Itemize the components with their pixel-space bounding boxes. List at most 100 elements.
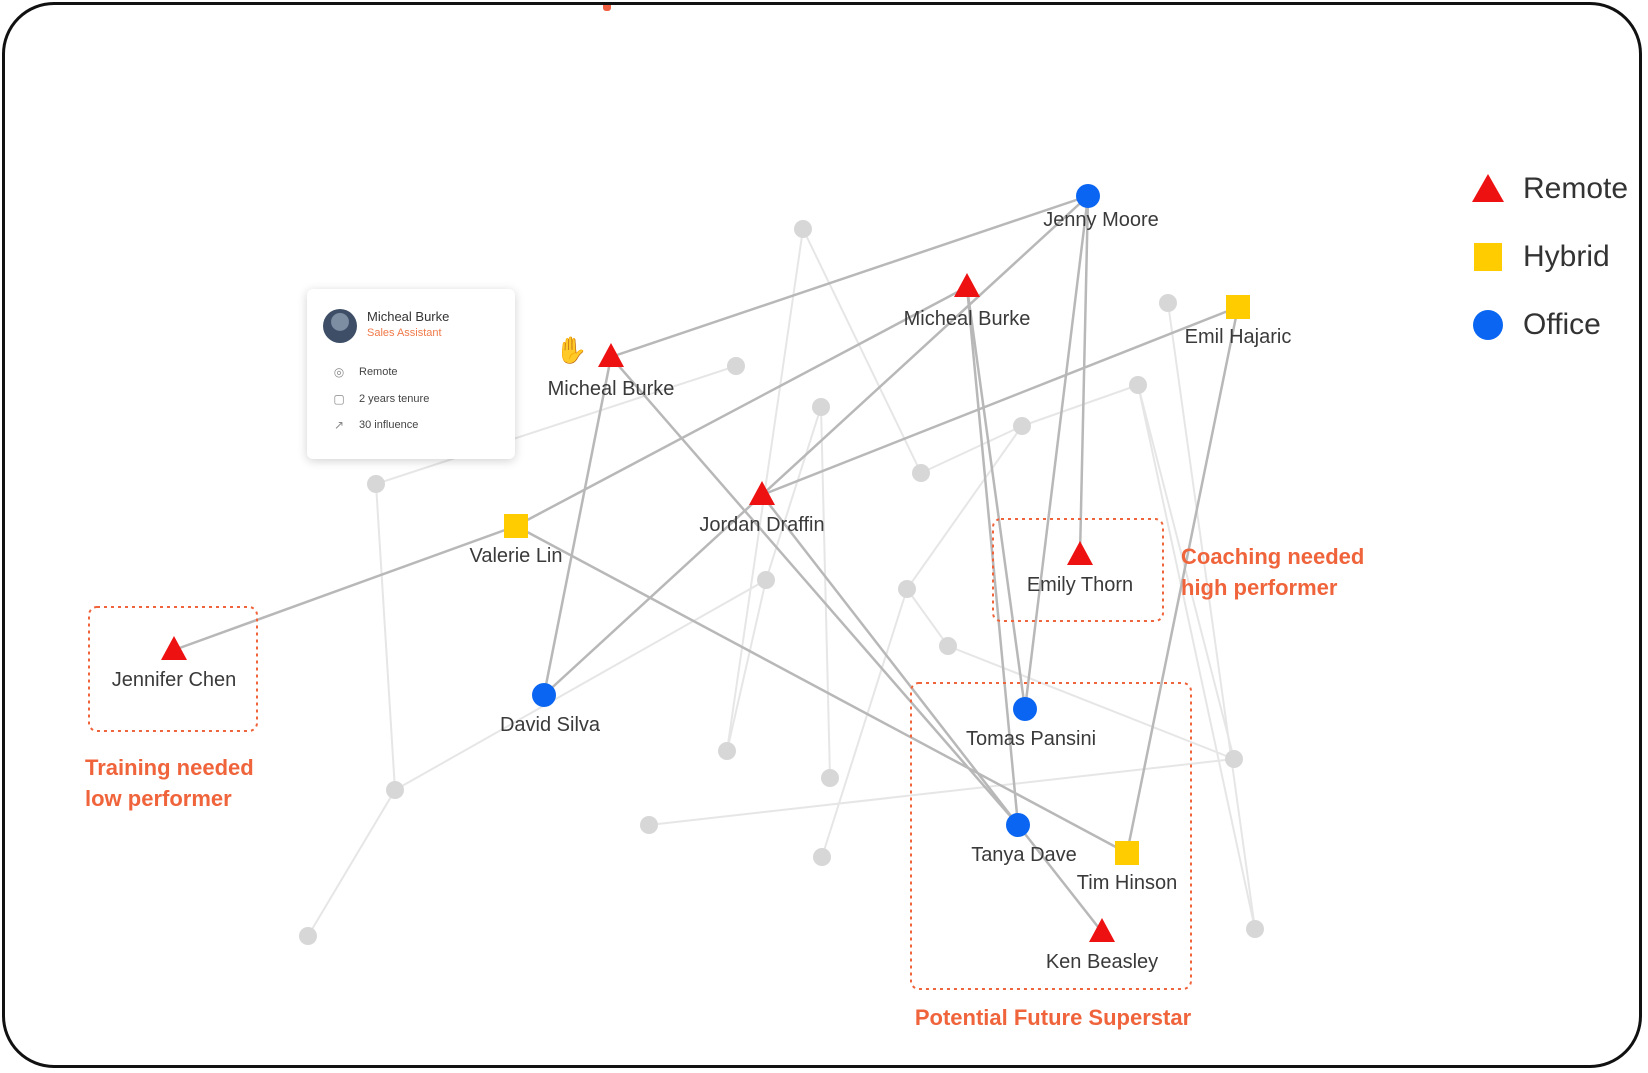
annotation-training: Training needed (85, 755, 254, 780)
background-edge (726, 579, 767, 752)
background-edge (648, 758, 1235, 826)
office-circle-icon (1006, 813, 1030, 837)
tooltip-name: Micheal Burke (367, 309, 450, 324)
remote-triangle-icon (1067, 541, 1093, 565)
legend-item-hybrid: Hybrid (1471, 223, 1628, 291)
legend-label: Office (1523, 308, 1601, 341)
connection-edge (1125, 306, 1240, 854)
remote-triangle-icon (749, 481, 775, 505)
connection-edge (542, 356, 613, 696)
background-node (812, 398, 830, 416)
background-edge (1167, 302, 1256, 930)
tooltip-influence-row: ↗ 30 influence (331, 418, 418, 432)
background-edge (820, 406, 831, 779)
office-circle-icon (1471, 308, 1505, 342)
person-node-jennifer[interactable]: Jennifer Chen (112, 636, 237, 691)
remote-triangle-icon (598, 343, 624, 367)
person-node-ken[interactable]: Ken Beasley (1046, 918, 1158, 973)
connection-edge (515, 524, 1128, 855)
background-node (727, 357, 745, 375)
person-label: Ken Beasley (1046, 951, 1158, 973)
location-pin-icon: ◎ (333, 365, 345, 379)
tooltip-influence: 30 influence (359, 419, 419, 431)
superstar-group-box (910, 682, 1192, 990)
background-node (718, 742, 736, 760)
person-label: Jordan Draffin (699, 514, 824, 536)
hybrid-square-icon (1115, 841, 1139, 865)
background-node (821, 769, 839, 787)
background-edge (1137, 384, 1256, 930)
trend-icon: ↗ (333, 418, 345, 432)
person-node-micheal_a[interactable]: Micheal Burke (904, 273, 1031, 330)
office-circle-icon (1076, 184, 1100, 208)
person-node-jenny[interactable]: Jenny Moore (1043, 184, 1159, 231)
legend: Remote Hybrid Office (1471, 155, 1628, 359)
connection-edge (515, 285, 968, 528)
person-node-emil[interactable]: Emil Hajaric (1185, 295, 1292, 348)
background-node (299, 927, 317, 945)
tooltip-tenure: 2 years tenure (359, 393, 430, 405)
remote-triangle-icon (1089, 918, 1115, 942)
background-edge (765, 406, 822, 581)
background-edge (1137, 384, 1235, 760)
background-node (898, 580, 916, 598)
person-label: Tomas Pansini (966, 728, 1096, 750)
person-node-tomas[interactable]: Tomas Pansini (966, 697, 1096, 750)
person-node-emily[interactable]: Emily Thorn (1027, 541, 1133, 596)
office-circle-icon (1013, 697, 1037, 721)
legend-item-remote: Remote (1471, 155, 1628, 223)
person-label: Tanya Dave (971, 844, 1077, 866)
tooltip-role: Sales Assistant (367, 327, 442, 339)
person-node-tim[interactable]: Tim Hinson (1077, 841, 1177, 894)
background-node (757, 571, 775, 589)
background-node (386, 781, 404, 799)
connection-edges (173, 194, 1240, 933)
annotation-coaching: Coaching needed (1181, 544, 1364, 569)
office-circle-icon (532, 683, 556, 707)
person-node-david[interactable]: David Silva (500, 683, 601, 736)
hand-pointer-icon: ✋ (555, 335, 588, 365)
connection-edge (965, 286, 1020, 826)
briefcase-icon: ▢ (333, 392, 345, 406)
person-node-tanya[interactable]: Tanya Dave (971, 813, 1077, 866)
background-node (1246, 920, 1264, 938)
tooltip-location-row: ◎ Remote (331, 365, 398, 379)
person-node-valerie[interactable]: Valerie Lin (469, 514, 563, 567)
background-node (939, 637, 957, 655)
connection-edge (543, 494, 763, 696)
avatar (323, 309, 357, 343)
person-node-micheal_b[interactable]: Micheal Burke (548, 343, 675, 400)
top-marker (603, 5, 611, 11)
connection-edge (1023, 195, 1090, 710)
background-edge (394, 579, 767, 791)
connection-edge (610, 356, 1019, 826)
background-edge (307, 789, 396, 937)
background-edge (906, 425, 1023, 590)
background-edges (307, 228, 1256, 937)
background-node (1225, 750, 1243, 768)
background-node (640, 816, 658, 834)
background-edge (802, 228, 922, 474)
legend-label: Remote (1523, 172, 1629, 205)
hybrid-square-icon (504, 514, 528, 538)
connection-edge (761, 494, 1019, 826)
annotation-training: low performer (85, 786, 232, 811)
background-edge (375, 483, 396, 791)
background-edge (920, 425, 1023, 474)
background-node (1159, 294, 1177, 312)
person-node-jordan[interactable]: Jordan Draffin (699, 481, 825, 536)
person-label: Micheal Burke (904, 308, 1031, 330)
tooltip-tenure-row: ▢ 2 years tenure (331, 392, 429, 406)
connection-edge (761, 305, 1239, 497)
connection-edge (1078, 195, 1090, 556)
person-label: Micheal Burke (548, 378, 675, 400)
background-node (1013, 417, 1031, 435)
person-label: Jennifer Chen (112, 669, 237, 691)
remote-triangle-icon (161, 636, 187, 660)
coaching-group-box (992, 518, 1164, 622)
background-edge (1021, 384, 1139, 427)
person-label: Emil Hajaric (1185, 326, 1292, 348)
connection-edge (761, 195, 1089, 496)
person-label: Jenny Moore (1043, 209, 1159, 231)
